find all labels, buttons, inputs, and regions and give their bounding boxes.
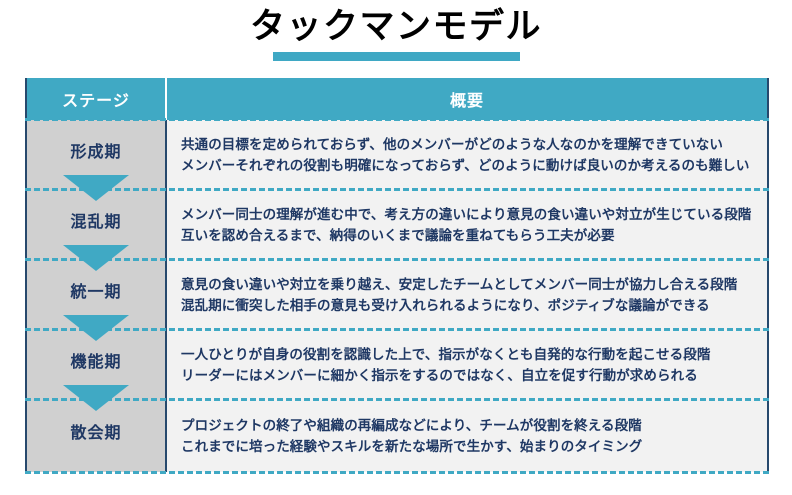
title-underline-rule [272, 52, 520, 61]
stage-name-label: 形成期 [70, 144, 122, 161]
row-divider-dashed [25, 258, 769, 261]
table-header-row: ステージ 概要 [27, 78, 767, 120]
description-line: 互いを認め合えるまで、納得のいくまで議論を重ねてもらう工夫が必要 [181, 228, 615, 243]
row-divider-dashed [25, 188, 769, 191]
stage-cell: 統一期 [27, 260, 167, 341]
table-row: 混乱期 メンバー同士の理解が進む中で、考え方の違いにより意見の食い違いや対立が生じ… [25, 188, 769, 271]
row-divider-dashed [25, 398, 769, 401]
tuckman-model-table: ステージ 概要 形成期 共通の目標を定められておらず、他のメンバーがどのような人な… [25, 78, 769, 474]
table-body: 形成期 共通の目標を定められておらず、他のメンバーがどのような人なのかを理解できて… [25, 118, 769, 474]
stage-cell: 散会期 [27, 400, 167, 472]
stage-cell: 混乱期 [27, 190, 167, 271]
table-row: 統一期 意見の食い違いや対立を乗り越え、安定したチームとしてメンバー同士が協力し合… [25, 258, 769, 341]
description-line: 共通の目標を定められておらず、他のメンバーがどのような人なのかを理解できていない [181, 137, 723, 152]
column-header-stage: ステージ [27, 78, 167, 120]
table-row: 形成期 共通の目標を定められておらず、他のメンバーがどのような人なのかを理解できて… [25, 118, 769, 201]
description-line: リーダーにはメンバーに細かく指示をするのではなく、自立を促す行動が求められる [181, 368, 698, 383]
description-line: 一人ひとりが自身の役割を認識した上で、指示がなくとも自発的な行動を起こせる段階 [181, 347, 711, 362]
description-line: 意見の食い違いや対立を乗り越え、安定したチームとしてメンバー同士が協力し合える段… [181, 277, 738, 292]
table-bottom-divider-dashed [25, 471, 769, 474]
description-cell: 一人ひとりが自身の役割を認識した上で、指示がなくとも自発的な行動を起こせる段階リ… [167, 330, 767, 400]
stage-cell: 機能期 [27, 330, 167, 411]
description-cell: 意見の食い違いや対立を乗り越え、安定したチームとしてメンバー同士が協力し合える段… [167, 260, 767, 330]
table-row: 散会期 プロジェクトの終了や組織の再編成などにより、チームが役割を終える段階これま… [25, 398, 769, 474]
description-cell: メンバー同士の理解が進む中で、考え方の違いにより意見の食い違いや対立が生じている… [167, 190, 767, 260]
description-cell: 共通の目標を定められておらず、他のメンバーがどのような人なのかを理解できていない… [167, 120, 767, 190]
table-row: 機能期 一人ひとりが自身の役割を認識した上で、指示がなくとも自発的な行動を起こせる… [25, 328, 769, 411]
row-divider-dashed [25, 328, 769, 331]
column-header-description: 概要 [449, 93, 484, 110]
title-block: タックマンモデル [0, 6, 792, 61]
description-line: 混乱期に衝突した相手の意見も受け入れられるようになり、ポジティブな議論ができる [181, 298, 710, 313]
description-cell: プロジェクトの終了や組織の再編成などにより、チームが役割を終える段階これまでに培… [167, 400, 767, 472]
stage-name-label: 統一期 [70, 284, 122, 301]
stage-name-label: 機能期 [70, 354, 122, 371]
row-divider-dashed [25, 118, 769, 121]
page-title: タックマンモデル [249, 7, 542, 46]
description-line: メンバーそれぞれの役割も明確になっておらず、どのように動けば良いのか考えるのも難… [181, 158, 750, 173]
stage-name-label: 散会期 [70, 425, 122, 442]
stage-cell: 形成期 [27, 120, 167, 201]
description-line: これまでに培った経験やスキルを新たな場所で生かす、始まりのタイミング [181, 439, 643, 454]
description-line: メンバー同士の理解が進む中で、考え方の違いにより意見の食い違いや対立が生じている… [181, 207, 752, 222]
stage-name-label: 混乱期 [70, 214, 122, 231]
description-line: プロジェクトの終了や組織の再編成などにより、チームが役割を終える段階 [181, 418, 642, 433]
